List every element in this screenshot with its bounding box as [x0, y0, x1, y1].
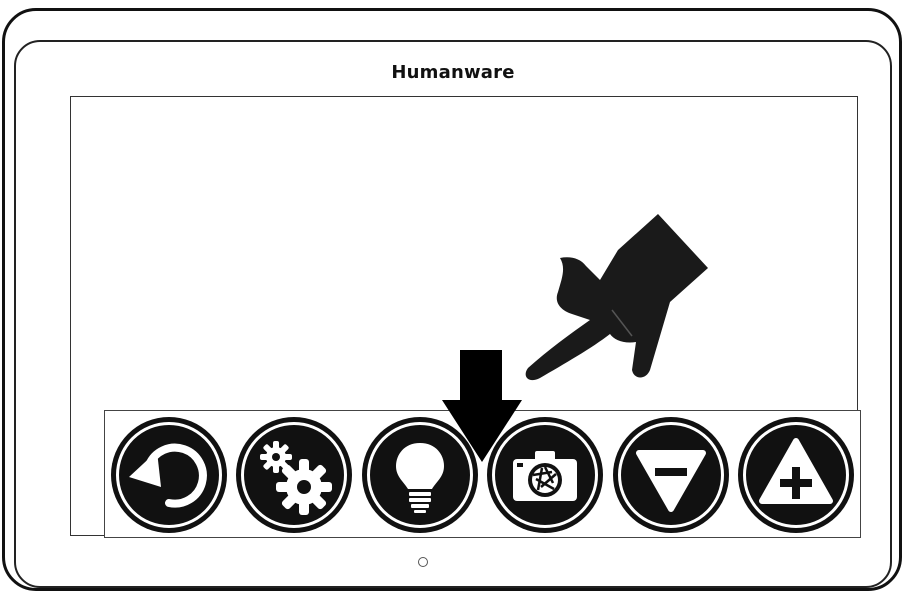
back-button[interactable]	[111, 417, 227, 533]
down-arrow-icon	[440, 348, 530, 468]
zoom-out-button[interactable]	[613, 417, 729, 533]
undo-arrow-icon	[111, 417, 227, 533]
home-button[interactable]	[418, 557, 428, 567]
pointing-hand-icon	[520, 210, 720, 390]
triangle-minus-icon	[613, 417, 729, 533]
gears-icon	[236, 417, 352, 533]
brand-logo: Humanware	[0, 62, 906, 83]
zoom-in-button[interactable]	[738, 417, 854, 533]
triangle-plus-icon	[738, 417, 854, 533]
settings-button[interactable]	[236, 417, 352, 533]
